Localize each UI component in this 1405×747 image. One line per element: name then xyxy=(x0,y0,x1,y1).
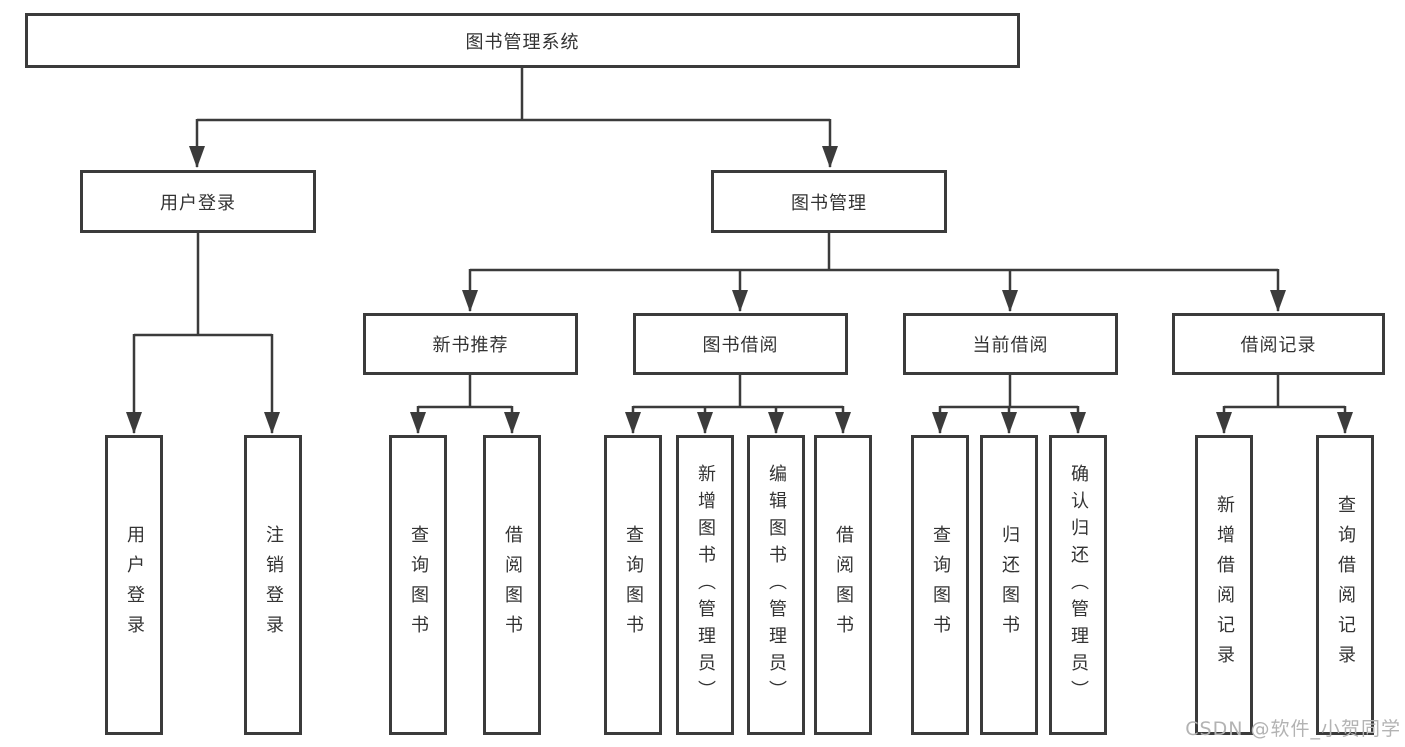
node-label: 查询图书 xyxy=(930,525,951,645)
leaf-return-books: 归还图书 xyxy=(980,435,1038,735)
node-label: 借阅记录 xyxy=(1240,335,1317,356)
node-label: 确认归还（管理员） xyxy=(1068,463,1089,707)
node-label: 查询图书 xyxy=(623,525,644,645)
node-library-management-system: 图书管理系统 xyxy=(25,13,1020,68)
node-label: 用户登录 xyxy=(124,525,145,645)
leaf-user-login: 用户登录 xyxy=(105,435,163,735)
node-label: 归还图书 xyxy=(999,525,1020,645)
node-label: 图书借阅 xyxy=(702,335,779,356)
node-label: 新书推荐 xyxy=(432,335,509,356)
node-book-borrowing: 图书借阅 xyxy=(633,313,848,375)
node-label: 查询借阅记录 xyxy=(1335,495,1356,675)
leaf-logout: 注销登录 xyxy=(244,435,302,735)
leaf-borrow-books-recommend: 借阅图书 xyxy=(483,435,541,735)
leaf-add-borrow-record: 新增借阅记录 xyxy=(1195,435,1253,735)
node-current-borrowing: 当前借阅 xyxy=(903,313,1118,375)
node-label: 图书管理 xyxy=(791,192,867,214)
node-label: 借阅图书 xyxy=(502,525,523,645)
node-label: 借阅图书 xyxy=(833,525,854,645)
leaf-query-books-recommend: 查询图书 xyxy=(389,435,447,735)
node-label: 图书管理系统 xyxy=(465,31,580,53)
leaf-borrow-books-borrowing: 借阅图书 xyxy=(814,435,872,735)
node-label: 注销登录 xyxy=(263,525,284,645)
leaf-query-borrow-record: 查询借阅记录 xyxy=(1316,435,1374,735)
leaf-edit-books-admin: 编辑图书（管理员） xyxy=(747,435,805,735)
node-label: 新增借阅记录 xyxy=(1214,495,1235,675)
node-new-book-recommend: 新书推荐 xyxy=(363,313,578,375)
node-user-login: 用户登录 xyxy=(80,170,316,233)
leaf-add-books-admin: 新增图书（管理员） xyxy=(676,435,734,735)
node-label: 用户登录 xyxy=(160,192,236,214)
node-label: 编辑图书（管理员） xyxy=(766,463,787,707)
node-label: 当前借阅 xyxy=(972,335,1049,356)
leaf-confirm-return-admin: 确认归还（管理员） xyxy=(1049,435,1107,735)
node-borrowing-records: 借阅记录 xyxy=(1172,313,1385,375)
node-book-management: 图书管理 xyxy=(711,170,947,233)
node-label: 新增图书（管理员） xyxy=(695,463,716,707)
leaf-query-books-borrowing: 查询图书 xyxy=(604,435,662,735)
node-label: 查询图书 xyxy=(408,525,429,645)
leaf-query-books-current: 查询图书 xyxy=(911,435,969,735)
watermark: CSDN @软件_小贺同学 xyxy=(1185,718,1401,740)
